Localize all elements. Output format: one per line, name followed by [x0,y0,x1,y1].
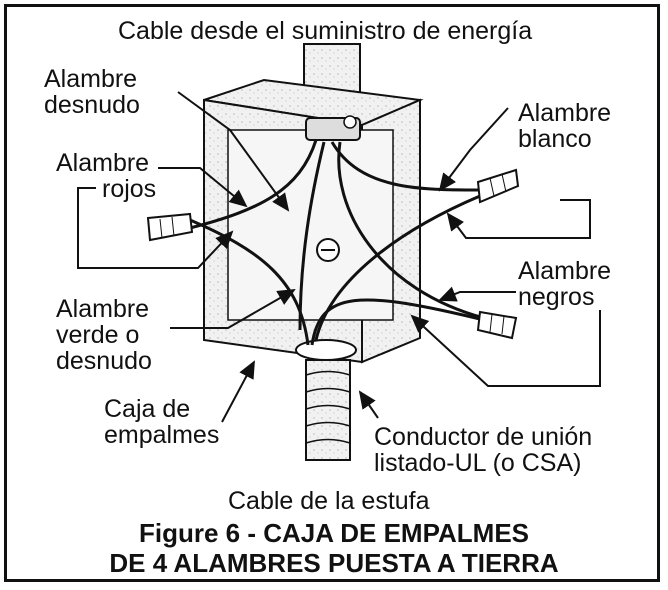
leader-lines [77,91,601,423]
wire-nut-bottom-right [476,310,518,340]
top-cable-label: Cable desde el suministro de energía [118,17,533,45]
bottom-cable-label: Cable de la estufa [228,487,430,515]
figure-caption-line-2: DE 4 ALAMBRES PUESTA A TIERRA [109,548,559,578]
figure-caption-line-1: Figure 6 - CAJA DE EMPALMES [138,518,530,548]
wire-nut-left [146,212,194,242]
cable-clamp [305,115,361,141]
range-cable [305,359,351,461]
wires [189,139,485,346]
wire-nut-top-right [476,168,520,204]
